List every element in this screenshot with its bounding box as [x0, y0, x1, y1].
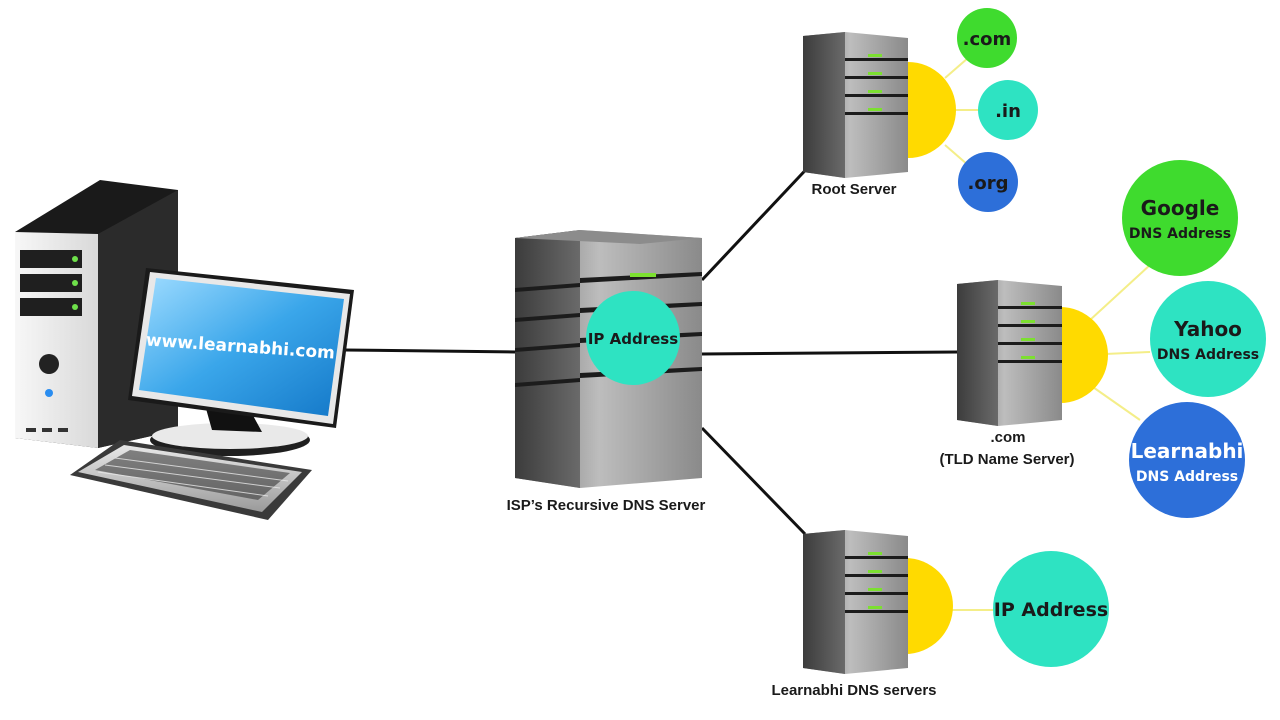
link-recursive-tld [701, 350, 959, 356]
dns-learnabhi-subtitle: DNS Address [1136, 469, 1238, 485]
tld-name-server: .com (TLD Name Server) Google DNS Addres… [939, 160, 1266, 518]
dns-yahoo-subtitle: DNS Address [1157, 347, 1259, 363]
dns-google-subtitle: DNS Address [1129, 226, 1231, 242]
link-client-recursive [344, 348, 516, 354]
dns-bubble-yahoo [1150, 281, 1266, 397]
tld-bubble-com [957, 8, 1017, 68]
tld-bubble-in [978, 80, 1038, 140]
dns-google-title: Google [1141, 196, 1220, 220]
dns-bubble-google [1122, 160, 1238, 276]
tld-label-in: .in [995, 101, 1021, 122]
dns-yahoo-title: Yahoo [1173, 317, 1242, 341]
tld-label-com: .com [963, 29, 1012, 50]
auth-server-caption: Learnabhi DNS servers [771, 682, 936, 699]
tld-label-org: .org [968, 173, 1009, 194]
link-recursive-root [700, 158, 817, 282]
link-recursive-auth [700, 426, 807, 536]
dns-bubble-learnabhi [1129, 402, 1245, 518]
result-ip-bubble [993, 551, 1109, 667]
tld-server-caption-2: (TLD Name Server) [939, 451, 1074, 468]
pc-monitor: www.learnabhi.com [128, 268, 354, 456]
client-computer: www.learnabhi.com [15, 180, 354, 520]
authoritative-dns-server: Learnabhi DNS servers IP Address [771, 530, 1109, 699]
pc-keyboard [70, 440, 312, 520]
tld-bubble-org [958, 152, 1018, 212]
connections [344, 158, 959, 536]
recursive-ip-bubble [586, 291, 680, 385]
tld-server-caption-1: .com [990, 429, 1025, 446]
recursive-ip-label: IP Address [588, 330, 678, 348]
branch-lines [944, 57, 1151, 611]
recursive-server-caption: ISP’s Recursive DNS Server [507, 497, 706, 514]
result-ip-label: IP Address [994, 599, 1108, 621]
root-server-caption: Root Server [811, 181, 896, 198]
recursive-dns-server: IP Address ISP’s Recursive DNS Server [507, 230, 706, 514]
dns-learnabhi-title: Learnabhi [1131, 439, 1244, 463]
root-server: Root Server .com .in .org [803, 8, 1038, 212]
